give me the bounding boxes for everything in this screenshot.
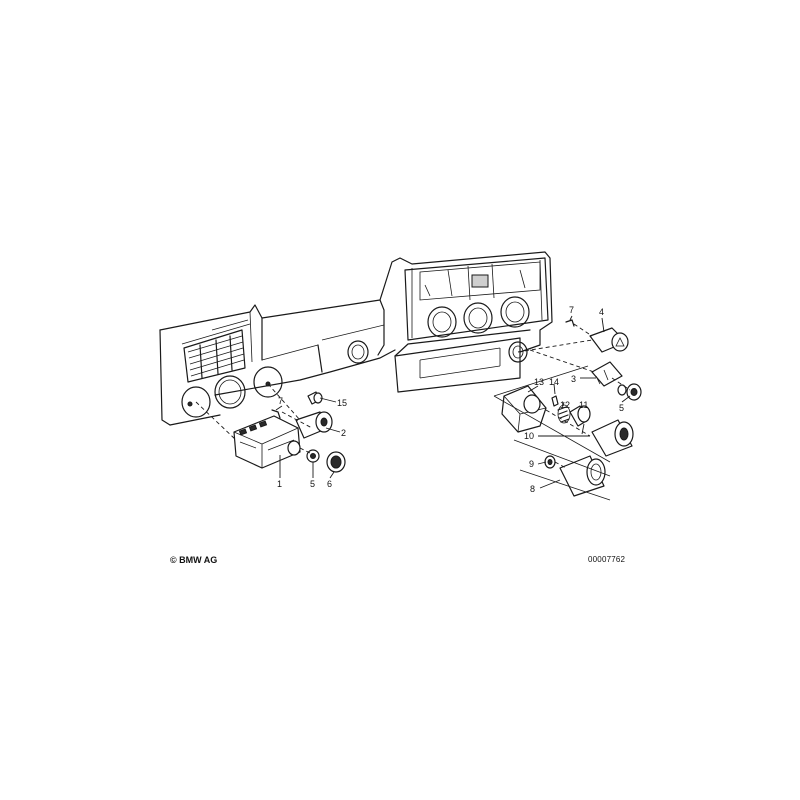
callout-15: 15 — [337, 398, 347, 408]
part-8-cigarette-lighter — [559, 455, 606, 497]
part-14-pin — [551, 395, 559, 407]
part-5-cap-right — [617, 383, 642, 401]
document-number: 00007762 — [588, 555, 626, 564]
callout-10: 10 — [524, 431, 534, 441]
callout-12: 12 — [560, 400, 570, 410]
part-15-knob — [307, 391, 323, 405]
part-4-hazard-switch — [589, 327, 629, 353]
callout-3: 3 — [571, 374, 576, 384]
part-13-socket-housing — [501, 385, 547, 433]
callout-8: 8 — [530, 484, 535, 494]
part-7-pin-left — [271, 409, 281, 419]
part-9-ring — [544, 455, 556, 469]
left-parts-group — [195, 383, 346, 473]
callout-5-left: 5 — [310, 479, 315, 489]
part-5-cap-left — [306, 449, 320, 463]
callout-13: 13 — [534, 377, 544, 387]
callout-1: 1 — [277, 479, 282, 489]
part-1-switch-module — [233, 415, 301, 469]
callout-7-right: 7 — [569, 305, 574, 315]
callout-labels: 1 2 3 4 5 5 6 7 7 8 9 10 11 12 13 14 15 — [277, 305, 624, 494]
part-3-switch-body — [591, 361, 623, 387]
copyright-notice: © BMW AG — [170, 555, 218, 565]
dashboard-panel — [159, 251, 553, 426]
callout-4: 4 — [599, 307, 604, 317]
part-10-lighter-socket — [591, 419, 634, 457]
callout-7-left: 7 — [278, 396, 283, 406]
right-parts-group — [493, 319, 642, 501]
part-11-sleeve — [569, 405, 591, 427]
callout-5-right: 5 — [619, 403, 624, 413]
part-2-switch-cylinder — [295, 411, 333, 439]
callout-6: 6 — [327, 479, 332, 489]
callout-9: 9 — [529, 459, 534, 469]
callout-14: 14 — [549, 377, 559, 387]
callout-11: 11 — [579, 400, 588, 410]
part-12-spring — [557, 404, 571, 424]
part-7-pin-right — [565, 319, 575, 327]
callout-2: 2 — [341, 428, 346, 438]
leader-lines — [275, 315, 631, 489]
part-6-ring — [326, 451, 346, 473]
